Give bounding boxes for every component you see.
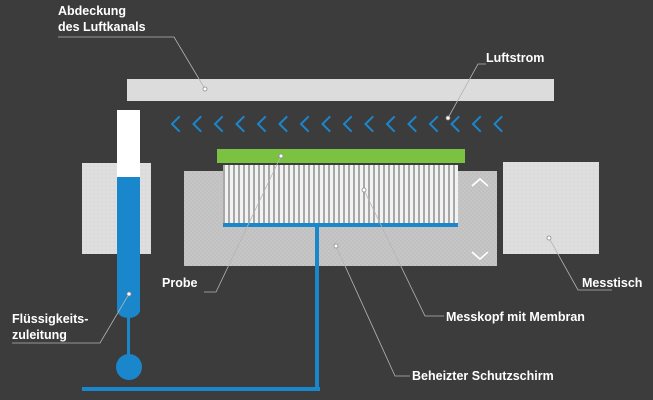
membrane-base [223, 223, 458, 227]
leader-dot [445, 115, 451, 121]
chevron-left-icon [278, 115, 288, 133]
chevron-left-icon [364, 115, 374, 133]
chevron-left-icon [407, 115, 417, 133]
fluid-tube-fill [117, 177, 140, 312]
label-fluid-supply: Flüssigkeits- zuleitung [12, 311, 88, 343]
leader-lines [12, 36, 612, 377]
label-fluid-line2: zuleitung [12, 328, 67, 342]
measuring-head [223, 165, 458, 225]
label-airflow: Luftstrom [486, 51, 545, 65]
fluid-stem [127, 310, 130, 355]
chevron-left-icon [321, 115, 331, 133]
fluid-tube-top [117, 110, 140, 177]
leader-dot [333, 243, 339, 249]
label-measuring-table: Messtisch [582, 276, 643, 290]
chevron-left-icon [428, 115, 439, 133]
leader-sample [204, 155, 282, 293]
chevron-left-icon [170, 115, 181, 133]
fluid-pipe-vertical [315, 225, 319, 391]
airflow-arrows [170, 115, 503, 133]
chevron-down-icon [471, 251, 489, 261]
fluid-valve [116, 354, 142, 380]
fluid-pipe-horizontal [82, 387, 320, 391]
leader-dot [126, 291, 132, 297]
label-measuring-head: Messkopf mit Membran [446, 310, 585, 324]
label-cover: Abdeckung des Luftkanals [58, 3, 146, 35]
chevron-left-icon [450, 115, 460, 133]
leader-dot [361, 187, 367, 193]
leader-dots [126, 86, 552, 297]
chevron-left-icon [493, 115, 503, 133]
measuring-table-right [503, 162, 599, 254]
fluid-supply [82, 110, 320, 391]
label-heated-shield: Beheizter Schutzschirm [412, 369, 554, 383]
label-cover-line2: des Luftkanals [58, 20, 146, 34]
leader-table [548, 237, 612, 291]
chevron-left-icon [471, 115, 482, 133]
leader-dot [278, 153, 284, 159]
chevron-up-icon [471, 177, 489, 187]
leader-cover [58, 36, 206, 90]
label-cover-line1: Abdeckung [58, 4, 127, 18]
chevron-left-icon [256, 115, 267, 133]
leader-dot [202, 86, 208, 92]
air-channel-cover [127, 79, 554, 101]
leader-dot [546, 235, 552, 241]
leader-shield [335, 245, 410, 377]
label-fluid-line1: Flüssigkeits- [12, 312, 89, 326]
chevron-left-icon [192, 115, 202, 133]
chevron-left-icon [342, 115, 353, 133]
leader-fluid [12, 293, 130, 344]
chevron-left-icon [385, 115, 396, 133]
leader-head [363, 189, 444, 317]
sample [217, 149, 465, 163]
leader-airflow [447, 63, 486, 119]
chevron-left-icon [299, 115, 310, 133]
label-sample: Probe [162, 276, 198, 290]
measuring-table-left [82, 163, 151, 254]
chevron-left-icon [213, 115, 224, 133]
chevron-left-icon [235, 115, 245, 133]
